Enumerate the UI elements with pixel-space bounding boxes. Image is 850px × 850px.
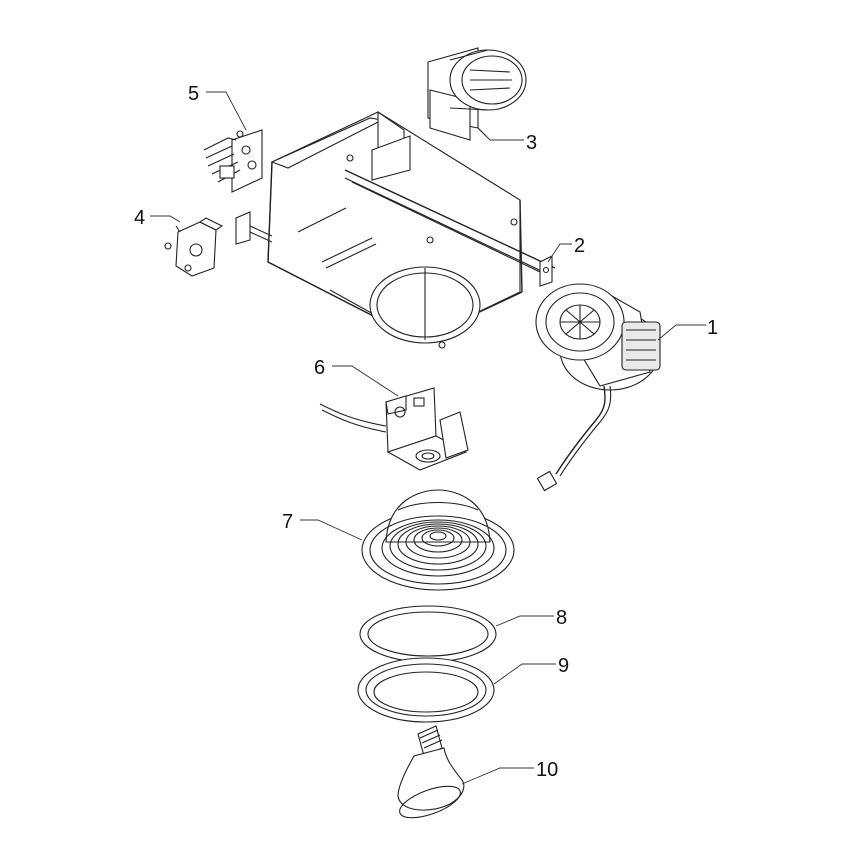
- housing: [235, 110, 556, 349]
- callout-label-1: 1: [707, 317, 718, 339]
- callout-8: 8: [495, 607, 567, 629]
- part-4-junction-plate: [164, 217, 224, 277]
- callout-2: 2: [547, 235, 585, 263]
- callout-label-2: 2: [574, 235, 585, 257]
- callout-7: 7: [282, 511, 363, 541]
- callout-label-7: 7: [282, 511, 293, 533]
- callout-3: 3: [477, 127, 537, 154]
- callout-5: 5: [188, 83, 247, 131]
- callout-10: 10: [461, 759, 558, 785]
- callout-6: 6: [314, 357, 399, 397]
- callout-label-6: 6: [314, 357, 325, 379]
- callout-label-8: 8: [556, 607, 567, 629]
- part-8-gasket: [359, 605, 497, 663]
- part-3-duct-collar: [427, 47, 527, 141]
- part-5-wiring-bracket: [203, 129, 263, 193]
- part-1-blower-motor: [535, 283, 661, 492]
- callout-1: 1: [657, 317, 718, 341]
- callout-label-4: 4: [134, 207, 145, 229]
- part-7-trim-reflector: [361, 489, 515, 591]
- part-10-bulb: [397, 725, 465, 819]
- callout-label-5: 5: [188, 83, 199, 105]
- part-9-trim-ring: [357, 657, 495, 723]
- callout-4: 4: [134, 207, 181, 229]
- callout-9: 9: [493, 655, 569, 685]
- callout-label-9: 9: [558, 655, 569, 677]
- callout-label-3: 3: [526, 132, 537, 154]
- part-6-bracket: [319, 387, 469, 471]
- callout-label-10: 10: [536, 759, 558, 781]
